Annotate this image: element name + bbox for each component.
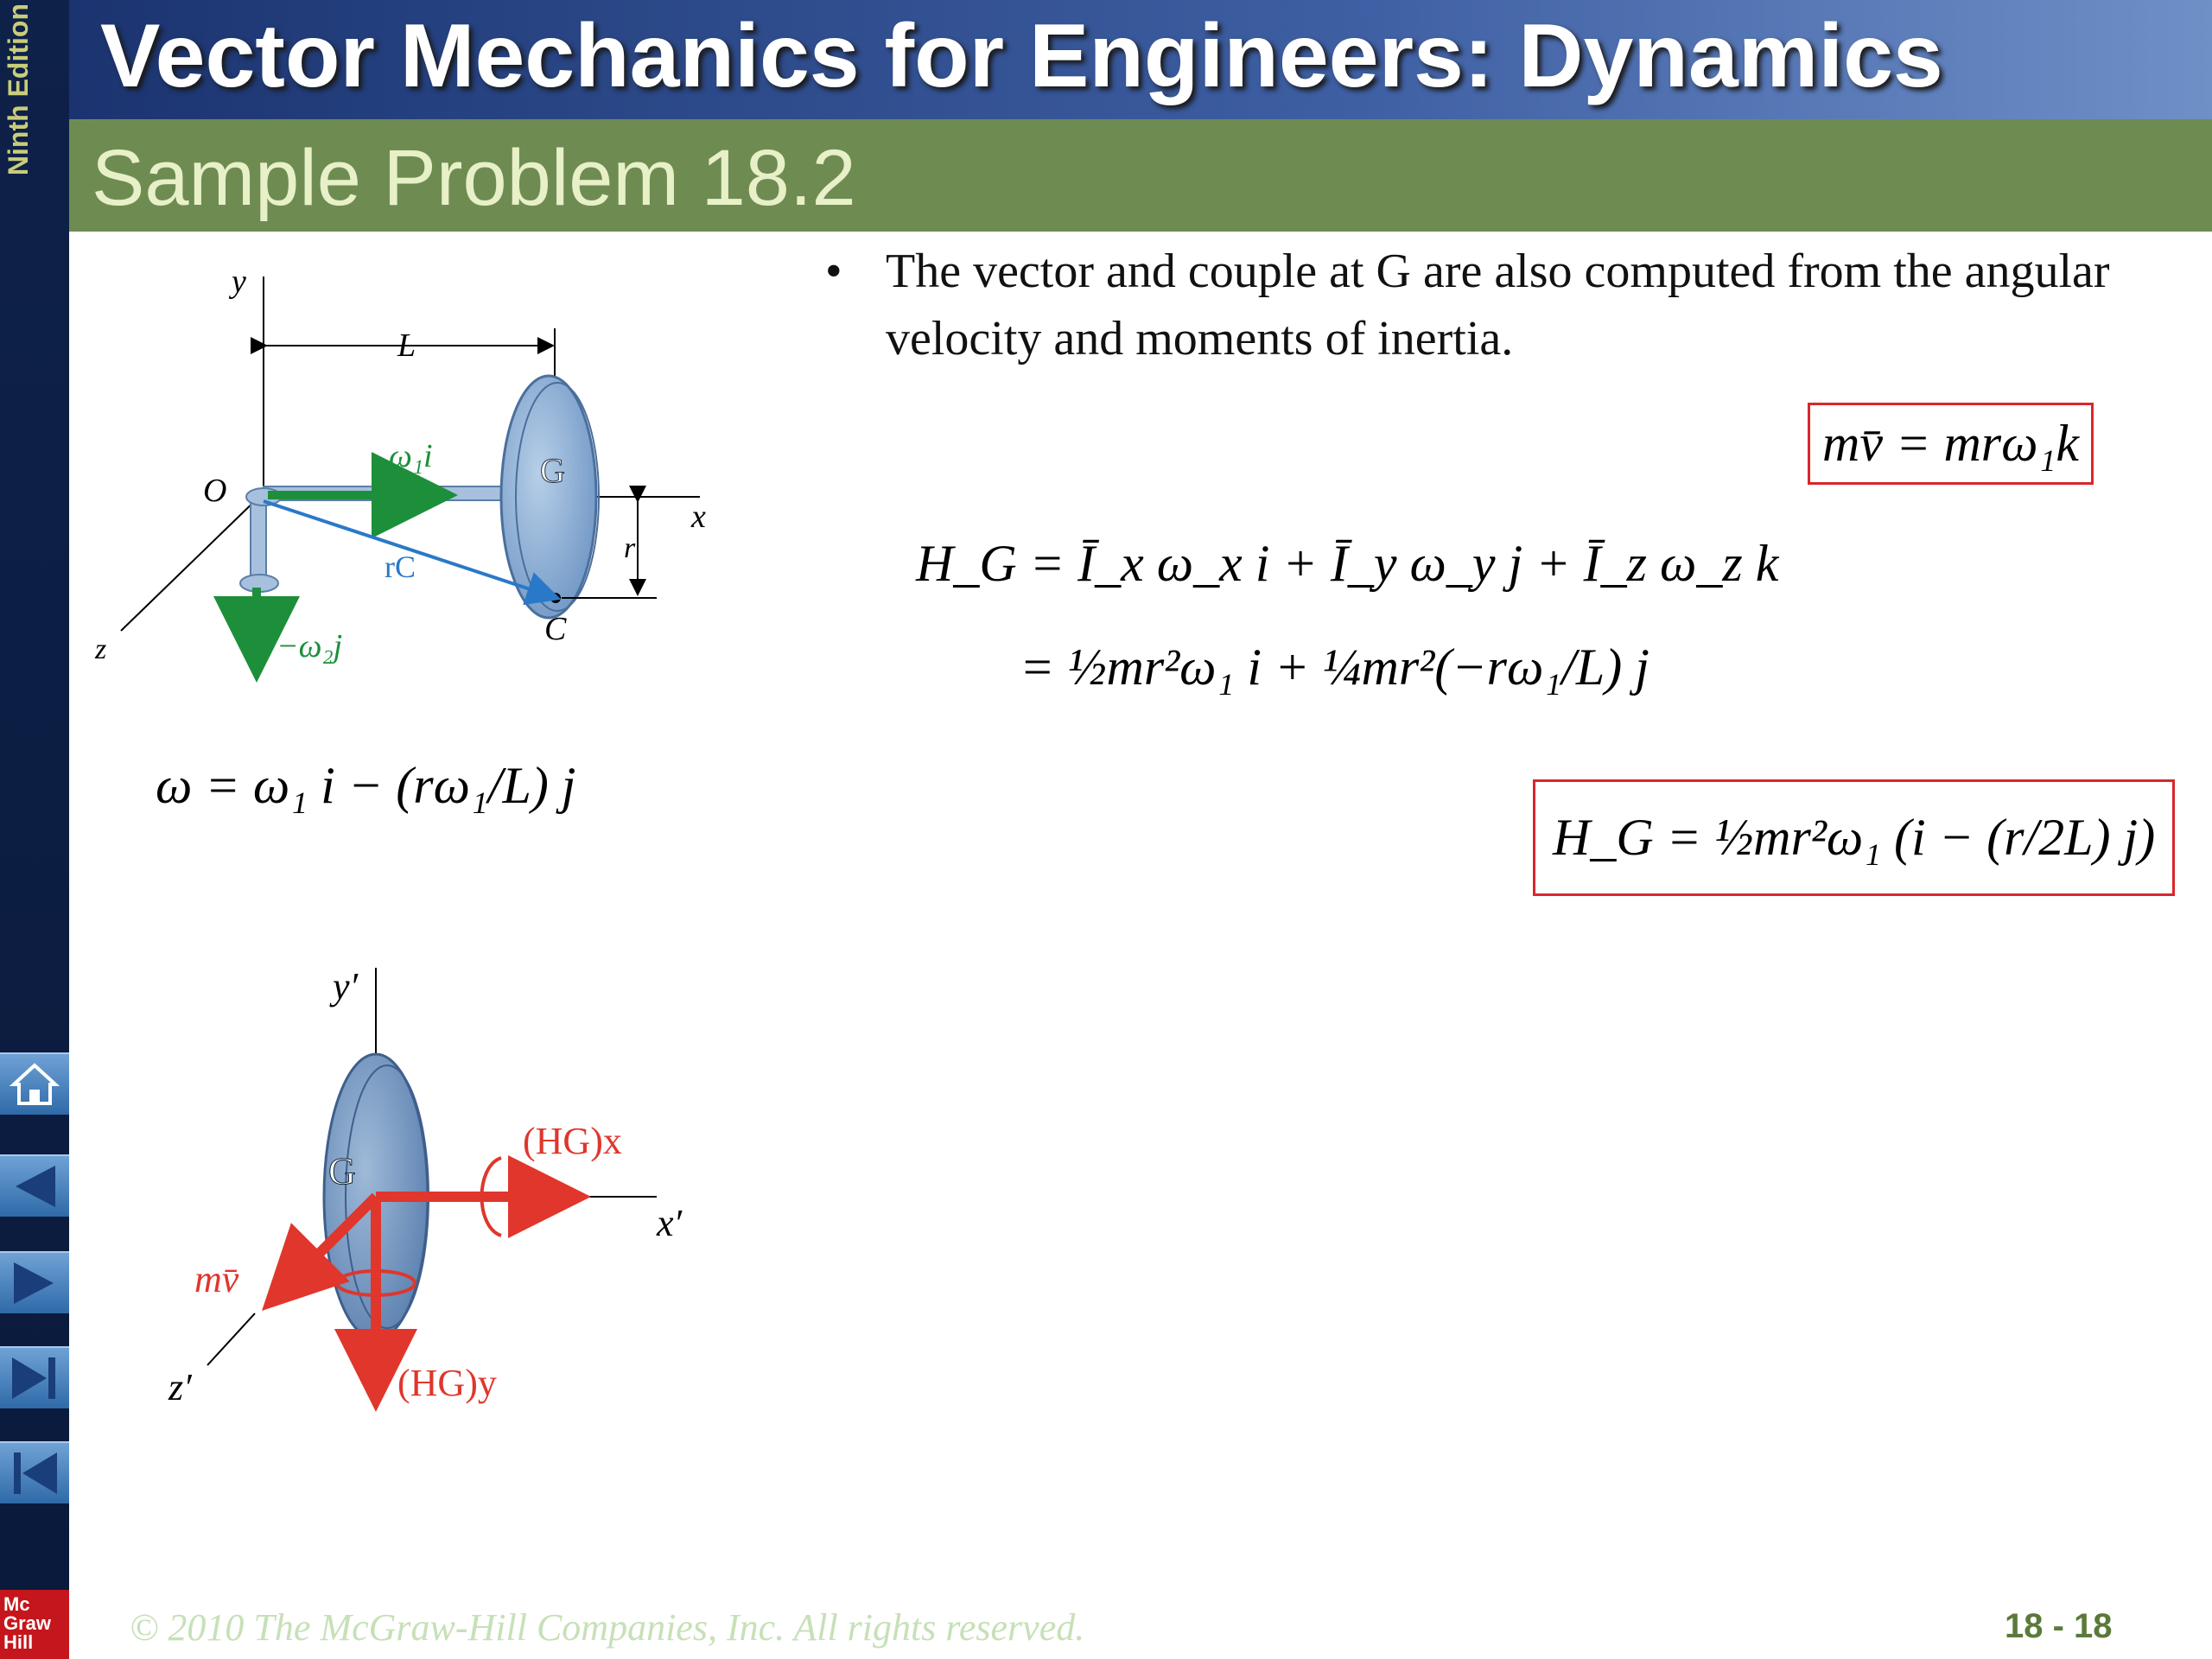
title-bar: Vector Mechanics for Engineers: Dynamics bbox=[69, 0, 2212, 119]
fig2-label-HGx: (HG)x bbox=[523, 1120, 622, 1162]
fig1-label-r: r bbox=[624, 532, 636, 564]
section-title: Sample Problem 18.2 bbox=[92, 134, 856, 222]
previous-slide-button[interactable] bbox=[0, 1154, 69, 1217]
fig1-label-x: x bbox=[690, 499, 706, 535]
book-title: Vector Mechanics for Engineers: Dynamics bbox=[100, 6, 1943, 106]
momentum-figure: y′ G (HG)x x′ mv̄ z′ (HG)y bbox=[168, 965, 683, 1412]
hg-result-equation-box: H_G = ½mr²ω₁ (i − (r/2L) j) bbox=[1533, 779, 2176, 896]
last-slide-button[interactable] bbox=[0, 1346, 69, 1408]
last-slide-icon bbox=[12, 1357, 55, 1399]
previous-slide-icon bbox=[16, 1166, 55, 1207]
fig1-label-C: C bbox=[544, 611, 567, 647]
home-icon bbox=[9, 1063, 60, 1105]
next-slide-button[interactable] bbox=[0, 1251, 69, 1313]
next-slide-icon bbox=[14, 1262, 54, 1304]
hg-substituted-equation: = ½mr²ω₁ i + ¼mr²(−rω₁/L) j bbox=[1020, 639, 1649, 696]
fig2-label-yprime: y′ bbox=[329, 965, 359, 1007]
page-number: 18 - 18 bbox=[2005, 1607, 2113, 1645]
disk-shaft-figure: y L O G x r C z ω₁i rC −ω₂j bbox=[94, 264, 706, 683]
bullet-dot: • bbox=[825, 245, 842, 298]
first-slide-button[interactable] bbox=[0, 1441, 69, 1503]
copyright-text: © 2010 The McGraw-Hill Companies, Inc. A… bbox=[130, 1606, 1085, 1649]
section-bar: Sample Problem 18.2 bbox=[69, 119, 2212, 232]
sidebar: Ninth Edition Mc Graw Hill bbox=[0, 0, 69, 1659]
fig1-label-L: L bbox=[397, 327, 416, 364]
omega-equation: ω = ω₁ i − (rω₁/L) j bbox=[156, 757, 576, 814]
mcgraw-hill-logo: Mc Graw Hill bbox=[0, 1590, 69, 1659]
bullet-text: The vector and couple at G are also comp… bbox=[886, 245, 2110, 365]
fig2-label-mv: mv̄ bbox=[194, 1258, 239, 1300]
home-button[interactable] bbox=[0, 1052, 69, 1115]
first-slide-icon bbox=[14, 1452, 57, 1494]
fig1-label-G: G bbox=[540, 451, 565, 490]
fig1-label-y: y bbox=[228, 264, 246, 300]
hg-general-equation: H_G = Ī_x ω_x i + Ī_y ω_y j + Ī_z ω_z k bbox=[916, 535, 1779, 592]
fig2-label-zprime: z′ bbox=[168, 1366, 193, 1408]
fig2-label-HGy: (HG)y bbox=[397, 1362, 497, 1404]
fig2-label-xprime: x′ bbox=[656, 1202, 683, 1244]
fig1-label-rC: rC bbox=[385, 550, 416, 584]
edition-label: Ninth Edition bbox=[3, 3, 34, 176]
fig1-label-omega2: −ω₂j bbox=[276, 628, 342, 664]
fig1-label-omega1: ω₁i bbox=[389, 438, 433, 474]
momentum-equation-box: mv̄ = mrω₁k bbox=[1808, 403, 2094, 485]
fig1-label-z: z bbox=[94, 633, 106, 665]
fig2-label-G: G bbox=[328, 1150, 356, 1192]
fig1-label-O: O bbox=[203, 473, 226, 509]
